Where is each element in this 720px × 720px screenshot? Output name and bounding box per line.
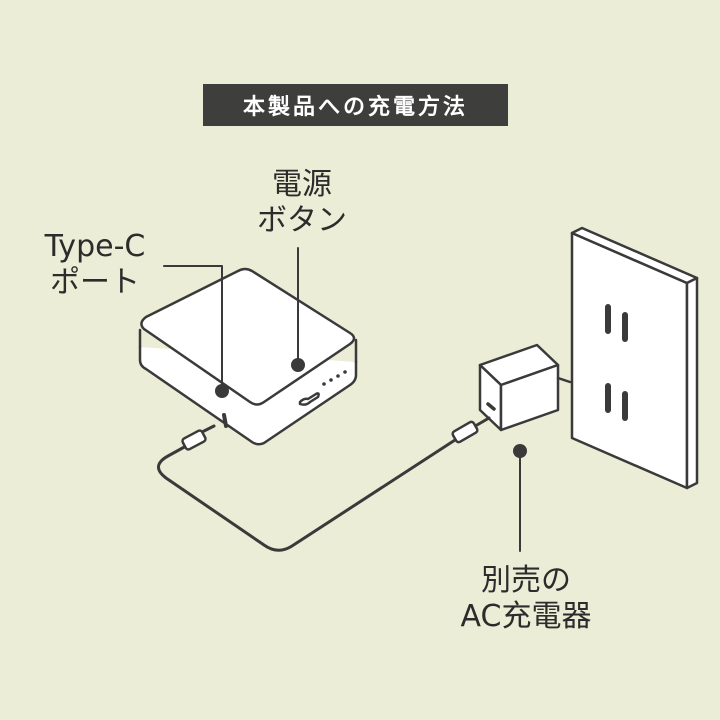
power-bank-led-4 <box>343 370 347 374</box>
typec-leader-line <box>163 265 223 392</box>
typec-port-label: Type-C ポート <box>20 229 170 301</box>
usb-cable-tip-right <box>475 416 491 427</box>
power-bank-led-3 <box>336 374 340 378</box>
power-bank-port <box>298 392 320 406</box>
diagram-title: 本製品への充電方法 <box>203 84 508 126</box>
ac-charger <box>478 343 572 432</box>
typec-port-label-line1: Type-C <box>44 229 146 264</box>
leader-lines <box>163 247 521 552</box>
typec-port-label-line2: ポート <box>50 265 140 300</box>
power-bank-typec-socket <box>222 413 228 428</box>
ac-charger-prong <box>556 376 572 384</box>
wall-outlet <box>570 226 699 490</box>
usb-connector-left <box>181 429 207 451</box>
usb-cable <box>157 416 491 552</box>
usb-cable-wire <box>157 438 457 552</box>
ac-charger-usb-c-port <box>486 402 496 411</box>
power-button-marker <box>291 358 305 372</box>
wall-outlet-side <box>685 276 699 490</box>
usb-connector-right <box>451 420 479 444</box>
power-bank <box>138 267 358 446</box>
power-button-label-line2: ボタン <box>257 203 347 238</box>
ac-charger-label-line2: AC充電器 <box>460 599 592 634</box>
typec-port-marker <box>215 384 229 398</box>
ac-charger-front <box>499 363 560 432</box>
power-button-label: 電源 ボタン <box>248 167 356 239</box>
power-button-label-line1: 電源 <box>272 167 332 202</box>
ac-charger-label-line1: 別売の <box>481 563 571 598</box>
usb-cable-tip-left <box>202 424 216 433</box>
ac-charger-marker <box>513 444 527 458</box>
ac-charger-label: 別売の AC充電器 <box>446 563 606 635</box>
power-bank-led-1 <box>322 382 326 386</box>
power-bank-led-2 <box>329 378 333 382</box>
